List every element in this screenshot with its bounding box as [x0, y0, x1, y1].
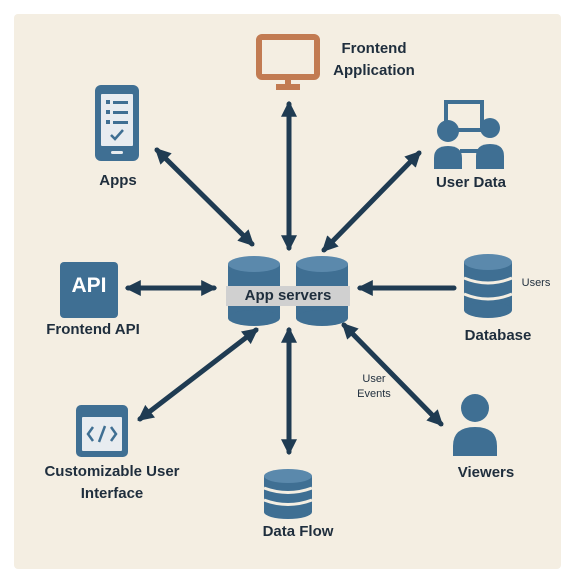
app-servers-label: App servers [244, 287, 332, 304]
user-data-label: User Data [435, 174, 507, 191]
database-users-label: Users [521, 277, 551, 289]
data-flow-database-icon [263, 469, 313, 519]
database-icon [463, 254, 513, 318]
app-servers-icon [226, 256, 350, 326]
frontend-api-label: Frontend API [46, 321, 140, 338]
arrow-user-data [321, 150, 422, 253]
apps-label: Apps [99, 172, 137, 189]
viewers-label: Viewers [457, 464, 515, 481]
arrow-apps [154, 147, 255, 247]
arrow-customizable-ui [137, 327, 259, 422]
user-events-label: User Events [357, 373, 391, 400]
users-meeting-icon [434, 100, 504, 169]
code-window-icon [76, 405, 128, 457]
customizable-ui-label: Customizable User Interface [44, 463, 180, 502]
app-servers-band [226, 286, 350, 306]
smartphone-checklist-icon [95, 85, 139, 161]
connectors [124, 100, 457, 456]
data-flow-label: Data Flow [262, 523, 334, 540]
database-label: Database [464, 327, 532, 344]
arrow-viewers [341, 322, 444, 427]
monitor-icon [256, 34, 320, 90]
person-icon [453, 394, 497, 456]
api-badge-icon [60, 262, 118, 318]
api-badge-text: API [71, 274, 107, 297]
frontend-application-label: Frontend Application [333, 40, 415, 79]
